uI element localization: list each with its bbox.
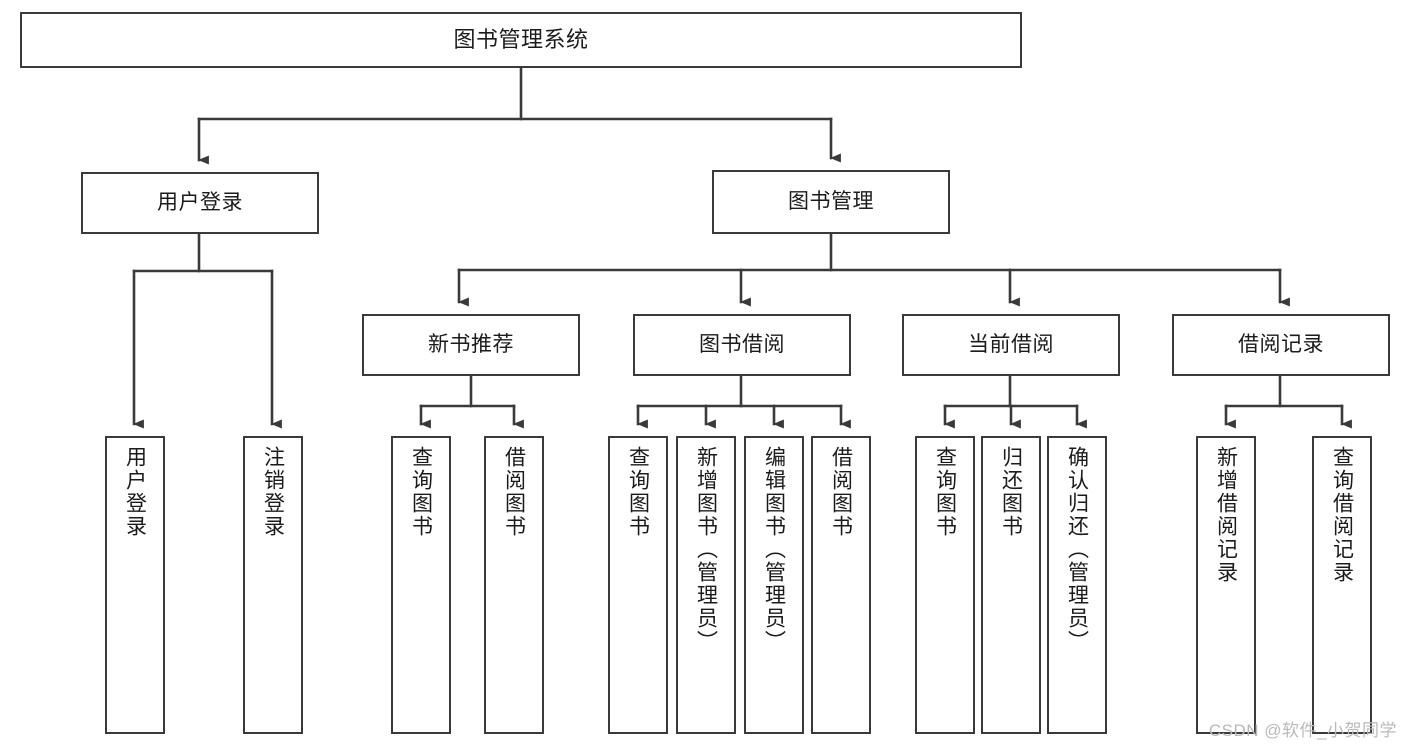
node-leaf-add-book[interactable]: 新增图书（管理员） [676,436,736,734]
node-leaf-user-login[interactable]: 用户登录 [105,436,165,734]
leaf-label: 新增图书（管理员） [694,446,718,653]
csdn-watermark: CSDN @软件_小贺同学 [1208,721,1397,740]
leaf-label: 确认归还（管理员） [1065,446,1089,653]
leaf-label: 归还图书 [999,446,1023,538]
leaf-label: 查询图书 [933,446,957,538]
node-leaf-query-book-3[interactable]: 查询图书 [915,436,975,734]
leaf-label: 借阅图书 [502,446,526,538]
node-leaf-add-borrow-record[interactable]: 新增借阅记录 [1196,436,1256,734]
leaf-label: 查询借阅记录 [1330,446,1354,584]
node-book-borrow[interactable]: 图书借阅 [633,314,851,376]
node-leaf-query-book-1[interactable]: 查询图书 [391,436,451,734]
node-leaf-return-book[interactable]: 归还图书 [981,436,1041,734]
node-leaf-query-book-2[interactable]: 查询图书 [608,436,668,734]
leaf-label: 注销登录 [261,446,285,538]
node-root[interactable]: 图书管理系统 [20,12,1022,68]
node-book-manage[interactable]: 图书管理 [712,170,950,234]
leaf-label: 新增借阅记录 [1214,446,1238,584]
node-new-book-recommendation[interactable]: 新书推荐 [362,314,580,376]
node-leaf-edit-book[interactable]: 编辑图书（管理员） [744,436,804,734]
node-leaf-confirm-return[interactable]: 确认归还（管理员） [1047,436,1107,734]
node-leaf-query-borrow-record[interactable]: 查询借阅记录 [1312,436,1372,734]
node-current-borrow[interactable]: 当前借阅 [902,314,1120,376]
leaf-label: 编辑图书（管理员） [762,446,786,653]
node-borrow-record[interactable]: 借阅记录 [1172,314,1390,376]
node-user-login[interactable]: 用户登录 [81,172,319,234]
node-leaf-borrow-book-1[interactable]: 借阅图书 [484,436,544,734]
leaf-label: 借阅图书 [829,446,853,538]
node-leaf-logout[interactable]: 注销登录 [243,436,303,734]
leaf-label: 用户登录 [123,446,147,538]
node-leaf-borrow-book-2[interactable]: 借阅图书 [811,436,871,734]
leaf-label: 查询图书 [409,446,433,538]
leaf-label: 查询图书 [626,446,650,538]
